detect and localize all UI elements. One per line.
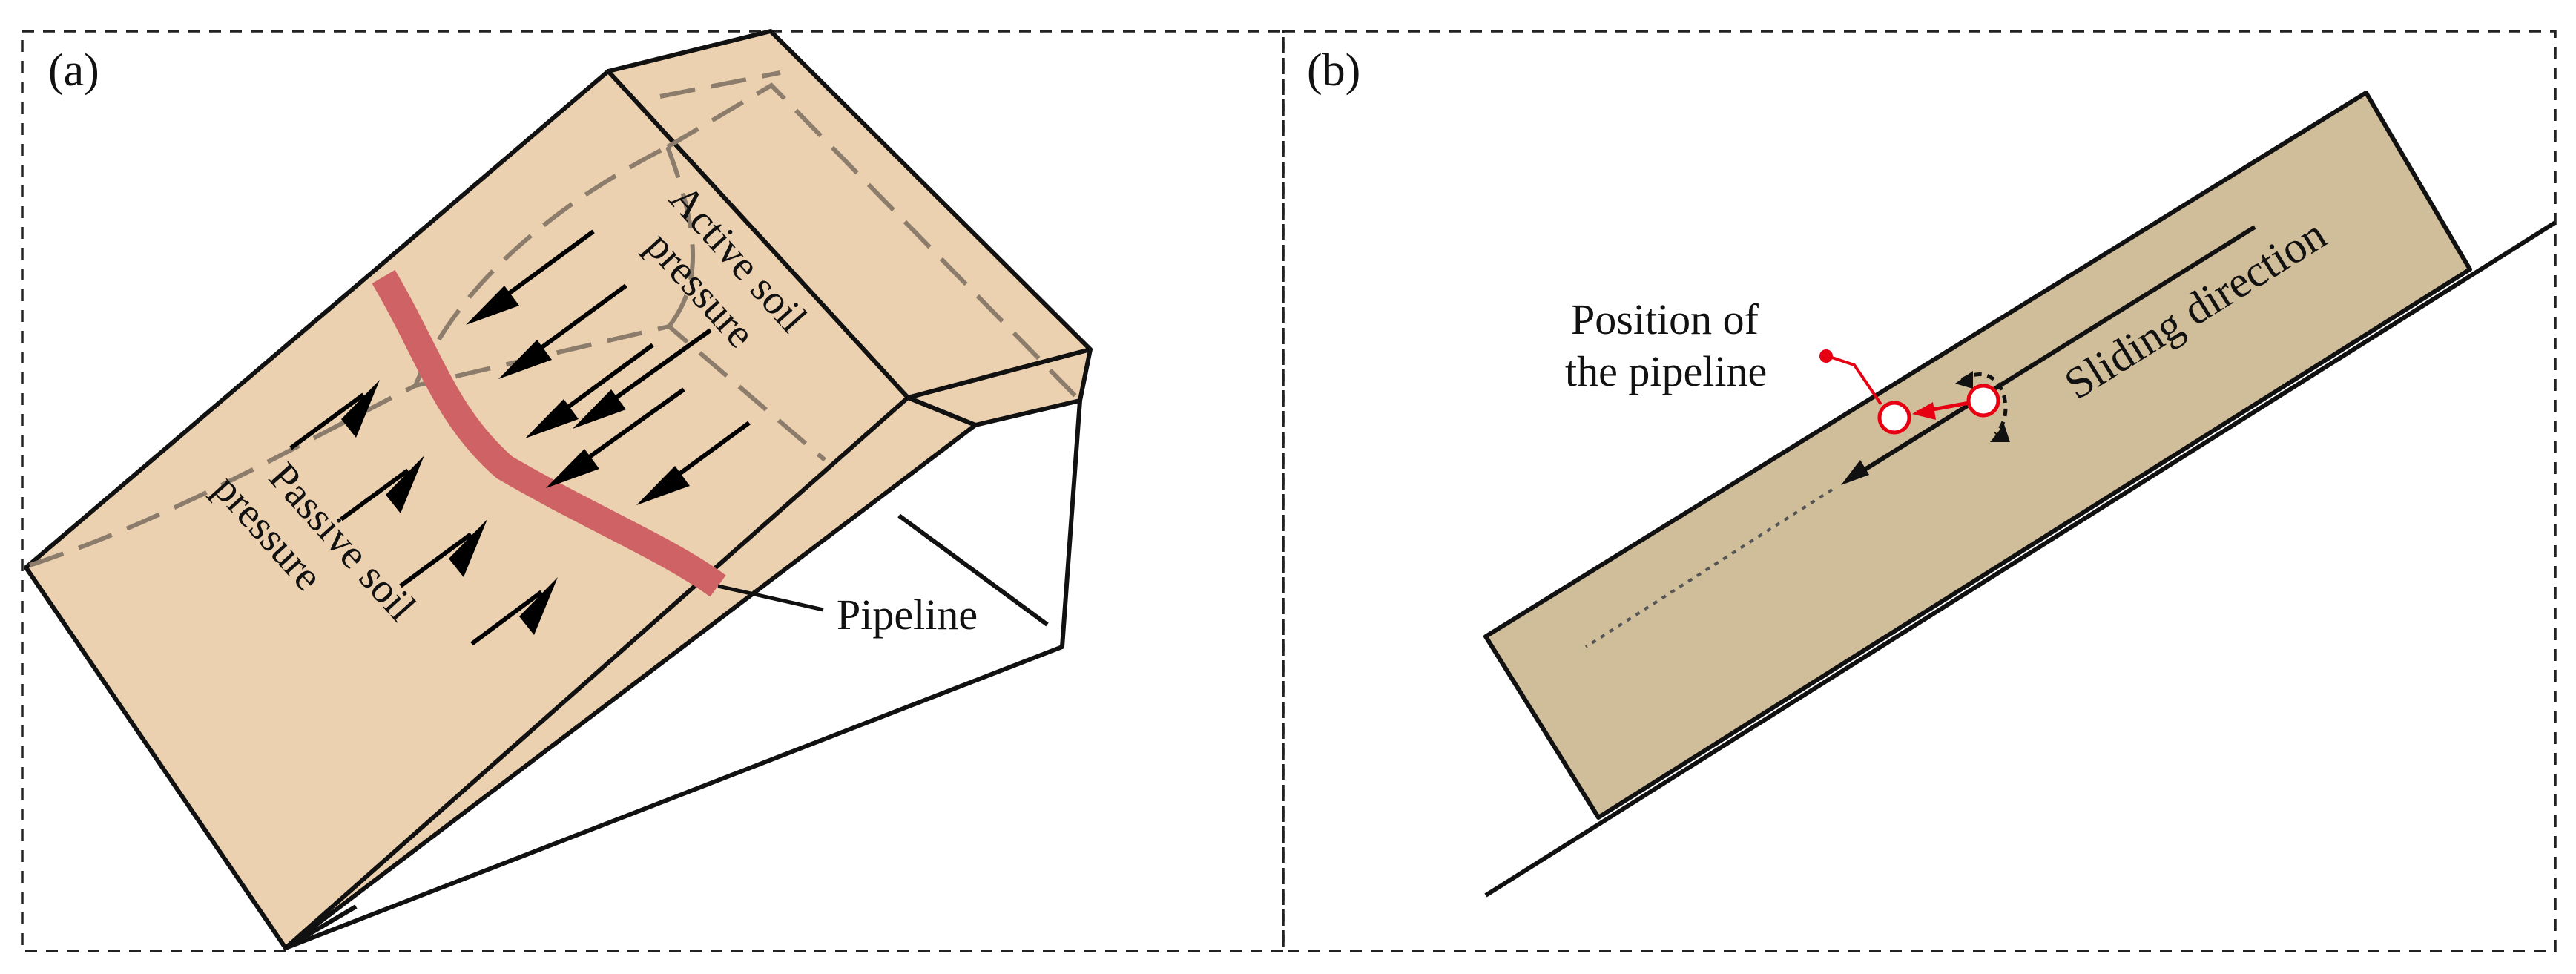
wedge-inner-edge: [897, 513, 1049, 627]
passive-arrowheads: [341, 380, 558, 635]
rotation-arrowhead-bottom: [1990, 424, 2010, 442]
pipeline-initial-position: [1966, 384, 2000, 418]
position-label-line2: the pipeline: [1565, 347, 1767, 395]
rotation-indicator: [1960, 372, 2008, 435]
pipeline-leader: [717, 584, 824, 612]
projection-dotted-line: [1584, 488, 1834, 648]
panel-b: (b) Position of the pipeline Sliding dir…: [1307, 45, 2557, 898]
passive-pressure-arrows: [289, 392, 543, 646]
soil-block: [1483, 91, 2472, 820]
slope-bottom-edge: [284, 904, 358, 950]
panel-a-frame: [21, 30, 1285, 952]
pipeline-displacement-arrowhead: [1912, 402, 1936, 420]
pipeline-label: Pipeline: [837, 590, 978, 639]
panel-a: (a) Active soil pressure Passive soil pr…: [24, 29, 1093, 950]
position-leader: [1827, 355, 1882, 406]
panel-b-frame: [1282, 30, 2557, 952]
panel-a-label: (a): [48, 45, 99, 96]
rotation-arrowhead-top: [1955, 371, 1973, 389]
pipeline-final-position: [1877, 401, 1911, 435]
sliding-line: [1845, 225, 2256, 483]
position-label-line1: Position of: [1571, 295, 1759, 343]
position-leader-dot: [1819, 349, 1833, 363]
panel-b-label: (b): [1307, 45, 1360, 96]
active-arrowheads: [466, 286, 690, 505]
sliding-arrowhead: [1841, 460, 1869, 485]
ground-line: [1484, 220, 2557, 898]
wedge-bottom-outline: [284, 400, 1082, 950]
top-edge-line: [906, 395, 977, 427]
pipeline: [372, 269, 726, 597]
